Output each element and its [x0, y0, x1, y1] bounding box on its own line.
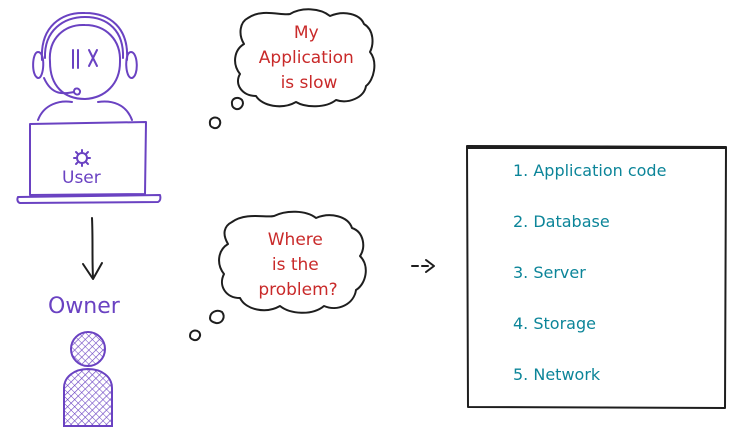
user-thought-line-1: My — [294, 23, 319, 43]
user-thought-bubble: My Application is slow — [208, 8, 376, 130]
owner-label: Owner — [48, 294, 121, 319]
user-thought-text: My Application is slow — [259, 23, 359, 93]
user-shoulders — [37, 100, 133, 121]
owner-avatar-icon — [63, 331, 113, 427]
owner-thought-bubble: Where is the problem? — [189, 210, 367, 342]
owner-thought-line-3: problem? — [258, 280, 337, 300]
checklist-item: 2. Database — [513, 212, 610, 231]
checklist-item: 4. Storage — [513, 314, 596, 333]
owner-thought-text: Where is the problem? — [258, 230, 337, 300]
checklist-box: 1. Application code 2. Database 3. Serve… — [466, 145, 727, 409]
gear-icon — [73, 149, 91, 167]
user-label: User — [62, 168, 101, 188]
user-head — [32, 11, 138, 100]
owner-thought-line-1: Where — [268, 230, 323, 250]
user-thought-line-3: is slow — [281, 73, 338, 93]
user-figure: User — [16, 11, 162, 204]
checklist-item: 3. Server — [513, 263, 586, 282]
down-arrow — [82, 217, 103, 280]
owner-figure: Owner — [48, 294, 121, 427]
checklist-item: 1. Application code — [513, 161, 666, 180]
checklist-item: 5. Network — [513, 365, 601, 384]
owner-thought-line-2: is the — [272, 255, 319, 275]
dashed-arrow — [411, 259, 435, 273]
user-thought-line-2: Application — [259, 48, 354, 68]
laptop-icon — [16, 121, 162, 204]
